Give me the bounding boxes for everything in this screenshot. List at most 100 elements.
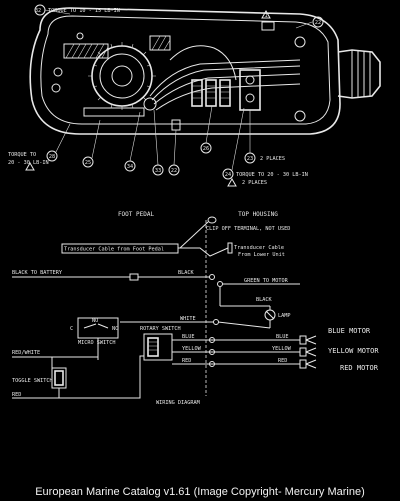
lamp-x1 [265,310,275,320]
screw-hole-left-2 [51,83,61,93]
warning-triangle-left [25,161,35,171]
bracket-hatch [65,43,109,59]
callout-25 [82,156,94,168]
black-label-1: BLACK [178,270,194,276]
callout-28 [46,150,58,162]
micro-switch-contacts [83,323,109,329]
rotary-switch-label: ROTARY SWITCH [140,326,181,332]
toggle-switch-label: TOGGLE SWITCH [12,378,53,384]
transducer-lower-line1: Transducer Cable [234,245,284,251]
callout-34-label: 34 [127,164,133,170]
rotary-switch-ribs [148,341,158,351]
callout-24-label: 24 [225,172,231,178]
junction-yellow [209,349,215,355]
wire-harness-3 [153,73,301,105]
gear-hub [111,65,133,87]
junction-red [209,361,215,367]
torque-left-line2: 20 - 30 LB-IN [8,160,49,166]
connector-2 [205,79,217,107]
bracket-right-hatch [151,35,171,51]
torque-top-label: TORQUE TO 10 - 15 LB-IN [48,8,120,14]
callout-32-label: 32 [35,8,41,14]
blue-label-left: BLUE [182,334,195,340]
no-label: NO [92,318,98,324]
clip-lead [179,221,209,249]
junction-1 [209,274,215,280]
callout-28-label: 28 [49,154,55,160]
green-to-motor-label: GREEN TO MOTOR [244,278,289,284]
blue-motor-arrow [305,335,317,345]
black-label-2: BLACK [256,297,272,303]
callout-23-label: 23 [247,156,253,162]
housing-outline [29,7,341,135]
white-label: WHITE [180,316,196,322]
terminal-screw-2 [245,93,255,103]
blue-label-right: BLUE [276,334,289,340]
wire-loop [169,45,237,81]
lower-bar [83,107,145,117]
junction-green [217,281,223,287]
wire-harness-2 [151,65,301,101]
clip-off-label: CLIP OFF TERMINAL, NOT USED [206,226,290,232]
c-label: C [70,326,73,332]
terminal-screw-1 [245,75,255,85]
callout-33-label: 33 [155,168,161,174]
screw-hole-top-left [76,32,84,40]
screw-hole-left [53,67,63,77]
connector-3 [219,79,231,107]
torque-left-line1: TORQUE TO [8,152,36,158]
blue-motor-plug [299,335,307,345]
wiring-diagram: FOOT PEDAL TOP HOUSING CLIP OFF TERMINAL… [12,211,379,406]
red-label-right: RED [278,358,287,364]
leader-lines [44,9,313,171]
red-label-bottom: RED [12,392,21,398]
top-housing-heading: TOP HOUSING [238,211,278,218]
yellow-label-right: YELLOW [272,346,292,352]
red-motor-label: RED MOTOR [340,364,379,372]
torque-right-line1: TORQUE TO 20 - 30 LB-IN [236,172,308,178]
top-tab [261,21,275,31]
transducer-plug [227,242,233,254]
foot-pedal-heading: FOOT PEDAL [118,211,155,218]
yellow-label-left: YELLOW [182,346,202,352]
clip-terminal [207,216,217,224]
wire-harness-1 [149,59,301,97]
callout-22-top-label: 22 [315,20,321,26]
transducer-joint [178,247,229,257]
callout-24 [222,168,234,180]
places-mid-label: 2 PLACES [260,156,285,162]
lower-clip [171,119,181,131]
housing-drawing: 32 TORQUE TO 10 - 15 LB-IN 22 1 TORQUE T… [8,4,381,187]
warning-triangle-right [227,177,237,187]
nc-label: NC [112,326,118,332]
rotary-switch-body [143,333,173,361]
black-to-battery-label: BLACK TO BATTERY [12,270,63,276]
warning-triangle-top [261,9,271,19]
wire-harness-4 [155,83,301,111]
callout-25-label: 25 [85,160,91,166]
yellow-motor-label: YELLOW MOTOR [328,347,379,355]
toggle-switch-lever [54,370,64,386]
tiller-handle [337,49,381,99]
transducer-foot-label: Transducer Cable from Foot Pedal [64,247,164,253]
lamp-label: LAMP [278,313,291,319]
callout-22-top [312,16,324,28]
bracket-top [63,43,109,59]
connector-ribs [192,85,230,99]
red-return [120,355,144,399]
screw-hole-bottom-right [294,110,306,122]
screw-hole-top-right [294,36,306,48]
callout-1-label: 1 [264,13,267,19]
micro-switch-label: MICRO SWITCH [78,340,115,346]
gear-inner [99,53,145,99]
image-caption: European Marine Catalog v1.61 (Image Cop… [35,486,365,498]
red-motor-plug [299,359,307,369]
torque-right-line2: 2 PLACES [242,180,267,186]
pivot-ring [143,97,157,111]
junction-blue [209,337,215,343]
wiring-diagram-label: WIRING DIAGRAM [156,400,200,406]
yellow-motor-plug [299,347,307,357]
red-white-label: RED/WHITE [12,350,40,356]
